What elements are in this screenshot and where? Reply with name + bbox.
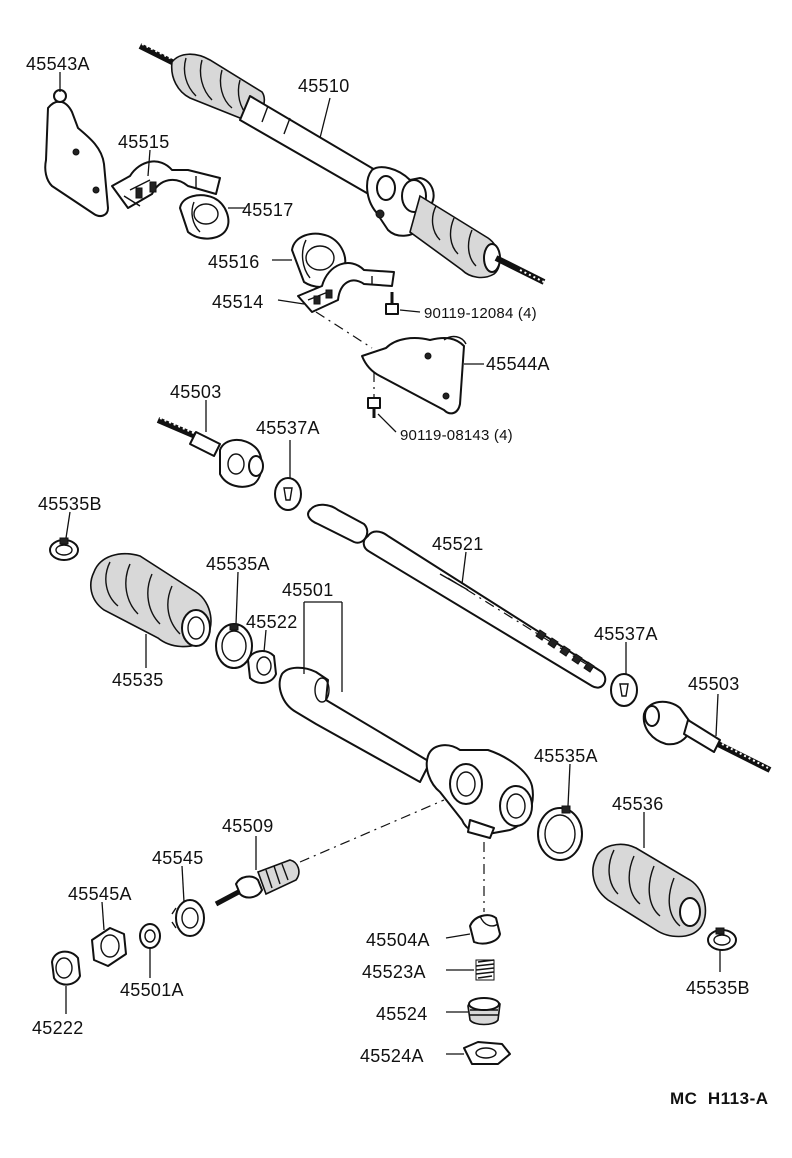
bolt-90119-12084 (385, 292, 399, 315)
leader-45510 (319, 97, 331, 139)
clamp-45514 (297, 262, 395, 313)
plug-45524 (467, 997, 501, 1026)
label-45535A-right: 45535A (534, 746, 598, 766)
steering-rack-assembly (138, 43, 546, 285)
leader-45545 (181, 865, 185, 903)
label-45543A: 45543A (26, 54, 90, 74)
leader-45521 (461, 551, 467, 585)
rack-guide-45504A (469, 914, 501, 945)
bearing-45501A (139, 923, 161, 949)
dashed-guide-bracket (315, 311, 373, 349)
label-45523A: 45523A (362, 962, 426, 982)
label-45524A: 45524A (360, 1046, 424, 1066)
leader-45535A-right (567, 763, 571, 807)
leader-45515 (147, 149, 151, 177)
seal-45545 (171, 899, 205, 937)
label-45535: 45535 (112, 670, 164, 690)
label-45545: 45545 (152, 848, 204, 868)
label-45501A: 45501A (120, 980, 184, 1000)
leader-90119-12084 (399, 309, 421, 313)
leader-45522 (263, 629, 267, 653)
label-90119-08143: 90119-08143 (4) (400, 427, 513, 444)
tie-rod-45503-right (642, 700, 772, 773)
cap-45222 (51, 950, 81, 986)
locknut-45524A (463, 1041, 511, 1065)
label-45521: 45521 (432, 534, 484, 554)
label-45501: 45501 (282, 580, 334, 600)
label-45522: 45522 (246, 612, 298, 632)
label-45503-top: 45503 (170, 382, 222, 402)
clamp-45515 (111, 160, 221, 209)
bolt-90119-08143 (367, 372, 381, 418)
label-45535A-left: 45535A (206, 554, 270, 574)
leader-45545A (101, 901, 105, 931)
leader-45504A (445, 933, 471, 939)
spring-45523A (475, 959, 495, 981)
bushing-45522 (247, 650, 277, 684)
washer-45537A-top (274, 477, 302, 511)
label-45536: 45536 (612, 794, 664, 814)
clamp-45535A-left (215, 623, 253, 669)
leader-45503-right (715, 693, 719, 737)
leader-45514 (277, 299, 305, 305)
rack-housing-45501 (278, 666, 534, 839)
label-45537A-right: 45537A (594, 624, 658, 644)
rack-bar-45521 (307, 503, 607, 689)
tie-rod-45503-top (156, 417, 264, 488)
label-45510: 45510 (298, 76, 350, 96)
nut-45545A (91, 927, 127, 967)
label-45517: 45517 (242, 200, 294, 220)
dashed-guide-pinion (299, 799, 445, 863)
label-45504A: 45504A (366, 930, 430, 950)
label-45535B-right: 45535B (686, 978, 750, 998)
label-45544A: 45544A (486, 354, 550, 374)
label-45515: 45515 (118, 132, 170, 152)
label-45516: 45516 (208, 252, 260, 272)
leader-90119-08143 (377, 413, 397, 433)
clip-45535B-left (49, 537, 79, 561)
bushing-45517 (179, 194, 230, 240)
rack-teeth (535, 629, 595, 673)
label-90119-12084: 90119-12084 (4) (424, 305, 537, 322)
leader-45535A-left (235, 571, 239, 625)
diagram-code: MC H113-A (670, 1089, 769, 1108)
clamp-45535A-right (537, 805, 583, 861)
pinion-45509 (214, 859, 300, 907)
label-45545A: 45545A (68, 884, 132, 904)
label-45524: 45524 (376, 1004, 428, 1024)
label-45535B-left: 45535B (38, 494, 102, 514)
boot-45535 (90, 552, 212, 648)
label-45509: 45509 (222, 816, 274, 836)
boot-45536 (592, 843, 707, 938)
label-45222: 45222 (32, 1018, 84, 1038)
clip-45535B-right (707, 927, 737, 951)
bracket-45543A (44, 89, 109, 217)
washer-45537A-right (610, 673, 638, 707)
leader-45535B-left (65, 511, 71, 539)
label-45537A-top: 45537A (256, 418, 320, 438)
bracket-45544A (361, 335, 467, 415)
label-45514: 45514 (212, 292, 264, 312)
label-45503-right: 45503 (688, 674, 740, 694)
